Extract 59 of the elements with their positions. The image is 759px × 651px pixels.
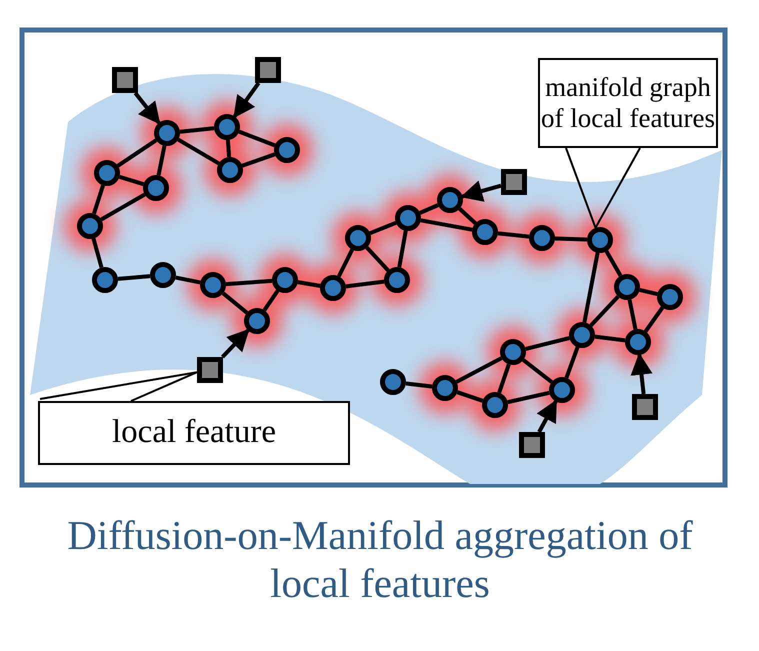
graph-edge [175,276,201,284]
graph-edge [226,278,272,286]
graph-edge [180,126,214,134]
feature-square [632,394,658,420]
graph-edge [497,364,511,394]
feature-square [519,432,545,458]
graph-edge [226,140,232,158]
graph-edge [604,250,622,277]
graph-edge [458,207,477,225]
graph-edge [118,174,144,186]
callout-text: local feature [112,414,276,452]
graph-edge [639,288,658,296]
graph-edge [397,230,408,268]
graph-edge [644,306,664,333]
graph-edge [419,203,439,215]
arrow [630,352,652,394]
graph-edge [589,295,620,327]
feature-square [255,57,281,83]
graph-edge [525,336,570,351]
graph-edge [369,220,397,236]
graph-edge [582,252,600,323]
arrow [460,180,502,202]
graph-edge [628,299,638,330]
graph-edge [337,248,354,278]
graph-edge [177,138,220,166]
callout-text: manifold graph of local features [540,72,716,134]
graph-edge [238,130,276,148]
graph-edge [594,334,626,342]
graph-edge [92,238,104,268]
graph-edge [522,358,553,384]
graph-edge [222,292,248,314]
arrow [134,92,160,125]
graph-edge [346,280,384,288]
graph-edge [365,246,390,272]
graph-edge [507,390,550,404]
graph-edge [92,184,105,214]
graph-edge [116,138,158,168]
graph-edge [100,192,146,222]
graph-edge [498,231,530,239]
graph-edge [242,152,276,168]
caption: Diffusion-on-Manifold aggregation of local features [66,512,694,608]
graph-edge [456,390,484,403]
callout-box [38,401,350,465]
graph-edge [554,236,588,242]
feature-square [112,67,138,93]
feature-square [501,169,527,195]
arrow [232,82,260,118]
graph-edge [298,280,320,288]
graph-edge [564,346,580,378]
graph-edge [118,274,150,281]
graph-edge [262,290,280,312]
callout-box [538,58,718,148]
arrow [536,399,558,433]
graph-edge [420,218,473,232]
graph-edge [406,382,432,388]
graph-edge [456,356,502,384]
feature-square [197,357,223,383]
callout-tail [565,148,596,228]
graph-edge [156,145,166,176]
